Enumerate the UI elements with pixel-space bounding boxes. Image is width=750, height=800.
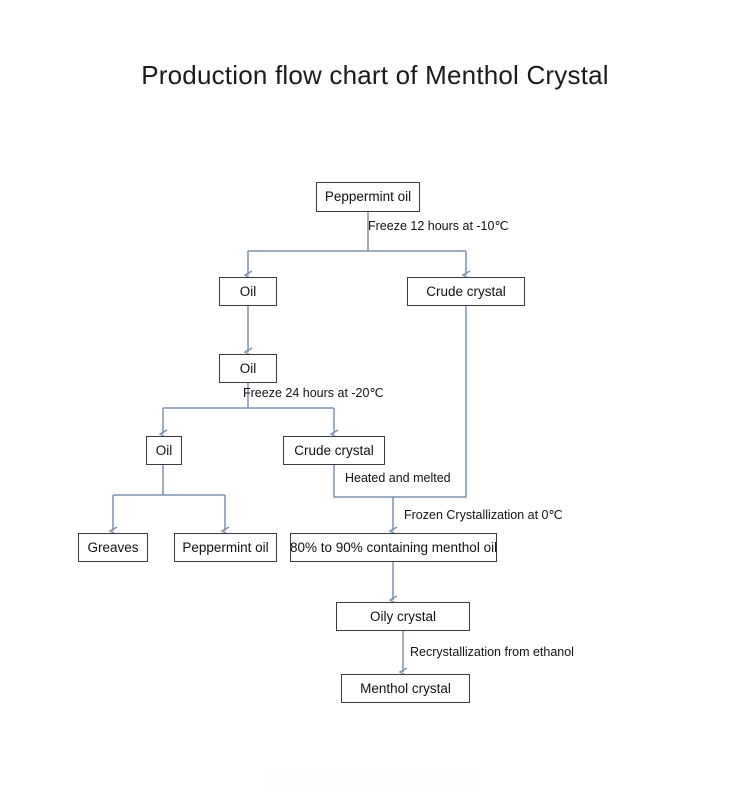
node-label: Greaves — [87, 539, 139, 555]
node-peppermint-oil-output[interactable]: Peppermint oil — [174, 533, 277, 562]
node-menthol-oil-concentrate[interactable]: 80% to 90% containing menthol oil — [290, 533, 497, 562]
node-oil-3[interactable]: Oil — [146, 436, 182, 465]
node-label: Peppermint oil — [324, 189, 412, 205]
node-label: 80% to 90% containing menthol oil — [289, 539, 498, 555]
node-label: Crude crystal — [294, 442, 374, 458]
node-label: Peppermint oil — [182, 539, 269, 555]
node-label: Menthol crystal — [360, 680, 451, 696]
node-oily-crystal[interactable]: Oily crystal — [336, 602, 470, 631]
node-peppermint-oil[interactable]: Peppermint oil — [316, 182, 420, 212]
node-oil-2[interactable]: Oil — [219, 354, 277, 383]
node-label: Crude crystal — [426, 283, 506, 299]
node-crude-crystal-1[interactable]: Crude crystal — [407, 277, 525, 306]
node-label: Oil — [239, 283, 257, 299]
node-greaves[interactable]: Greaves — [78, 533, 148, 562]
edge-label-recrystallization: Recrystallization from ethanol — [410, 645, 574, 659]
edge-label-freeze-12-hours: Freeze 12 hours at -10℃ — [368, 219, 509, 233]
node-label: Oily crystal — [369, 608, 436, 624]
node-oil-1[interactable]: Oil — [219, 277, 277, 306]
node-menthol-crystal[interactable]: Menthol crystal — [341, 674, 470, 703]
node-crude-crystal-2[interactable]: Crude crystal — [283, 436, 385, 465]
node-label: Oil — [239, 360, 257, 376]
page-title: Production flow chart of Menthol Crystal — [141, 60, 609, 90]
node-label: Oil — [155, 442, 173, 458]
edge-label-frozen-crystallization: Frozen Crystallization at 0℃ — [404, 508, 563, 522]
edge-label-freeze-24-hours: Freeze 24 hours at -20℃ — [243, 386, 384, 400]
edge-label-heated-and-melted: Heated and melted — [345, 471, 451, 485]
watermark-artifact — [270, 770, 480, 792]
